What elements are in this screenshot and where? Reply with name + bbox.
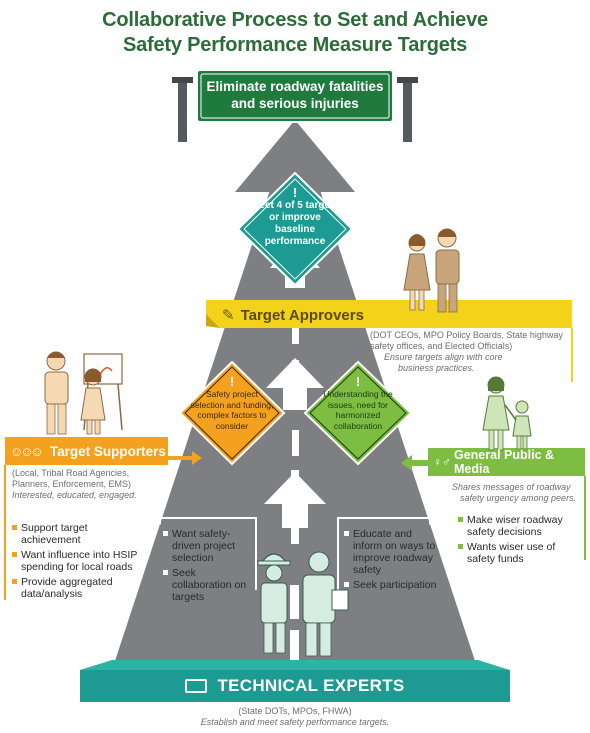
top-diamond-line-3: performance	[264, 236, 326, 247]
general-public-heading: ♀♂ General Public & Media	[433, 448, 590, 476]
general-public-note-line-2: safety urgency among peers.	[460, 493, 577, 503]
pencil-icon: ✎	[222, 307, 235, 324]
road-right-list: Educate and inform on ways to improve ro…	[344, 528, 444, 594]
title-line-1: Collaborative Process to Set and Achieve	[102, 9, 488, 31]
exclamation-icon: !	[355, 374, 361, 389]
target-approvers-desc: (DOT CEOs, MPO Policy Boards, State high…	[370, 330, 570, 374]
green-diamond-sign	[303, 360, 413, 466]
target-approvers-note-line-2: business practices.	[398, 363, 475, 373]
target-supporters-note: Interested, educated, engaged.	[12, 490, 137, 500]
people-group-icon: ☺☺☺	[10, 443, 44, 459]
target-supporters-title: Target Supporters	[49, 443, 166, 459]
orange-diamond-line-2: selection and funding,	[190, 399, 274, 410]
list-item: Seek collaboration on targets	[163, 567, 255, 603]
list-item: Want influence into HSIP spending for lo…	[12, 549, 142, 573]
supporters-pointer-arrow	[168, 451, 202, 465]
target-supporters-list: Support target achievement Want influenc…	[12, 522, 142, 603]
orange-diamond-line-3: complex factors to	[197, 410, 267, 420]
target-approvers-desc-line-1: (DOT CEOs, MPO Policy Boards, State high…	[370, 330, 563, 340]
target-approvers-banner	[206, 300, 573, 382]
top-diamond-sign	[236, 171, 354, 287]
target-supporters-heading: ☺☺☺ Target Supporters	[10, 440, 166, 462]
target-supporters-desc-line-2: Planners, Enforcement, EMS)	[12, 479, 132, 489]
page-title: Collaborative Process to Set and Achieve…	[0, 8, 590, 58]
general-public-banner	[401, 448, 586, 560]
exclamation-icon: !	[292, 185, 298, 200]
target-approvers-note-line-1: Ensure targets align with core	[384, 352, 503, 362]
list-item: Make wiser roadway safety decisions	[458, 514, 586, 538]
sign-posts	[172, 77, 418, 142]
public-people-icon	[482, 376, 532, 451]
general-public-note-line-1: Shares messages of roadway	[452, 482, 571, 492]
technical-experts-note: Establish and meet safety performance ta…	[200, 717, 390, 727]
green-diamond-line-2: issues, need for	[327, 399, 388, 410]
title-line-2: Safety Performance Measure Targets	[122, 34, 468, 56]
technical-experts-desc-line: (State DOTs, MPOs, FHWA)	[238, 706, 352, 716]
general-public-list: Make wiser roadway safety decisions Want…	[458, 514, 586, 568]
green-diamond-line-1: Understanding the	[323, 389, 393, 399]
goal-sign-text: Eliminate roadway fatalities and serious…	[201, 78, 389, 112]
family-icon: ♀♂	[433, 455, 451, 469]
technical-experts-people-icon	[257, 551, 349, 657]
road-top-arrow	[235, 120, 355, 200]
supporters-people-icon	[44, 351, 123, 435]
general-public-note: Shares messages of roadway safety urgenc…	[452, 482, 587, 504]
top-diamond-line-2: or improve baseline	[269, 212, 321, 235]
orange-diamond-text: ! Safety project selection and funding, …	[188, 375, 276, 431]
target-supporters-desc: (Local, Tribal Road Agencies, Planners, …	[12, 468, 172, 501]
technical-experts-base	[80, 660, 510, 702]
public-pointer-arrow	[401, 455, 428, 471]
list-item: Educate and inform on ways to improve ro…	[344, 528, 444, 576]
goal-sign	[196, 69, 394, 123]
orange-diamond-line-4: consider	[215, 420, 249, 431]
road-arrow-2	[266, 358, 324, 410]
goal-line-2: and serious injuries	[231, 96, 359, 111]
road-side-arrows	[147, 511, 443, 590]
road-arrow-3	[264, 472, 326, 528]
approvers-people-icon	[403, 228, 460, 313]
list-item: Provide aggregated data/analysis	[12, 576, 142, 600]
top-diamond-line-1: Meet 4 of 5 targets	[251, 200, 339, 211]
target-approvers-heading: ✎ Target Approvers	[222, 304, 364, 326]
exclamation-icon: !	[229, 374, 235, 389]
target-approvers-title: Target Approvers	[240, 306, 364, 324]
green-diamond-line-4: collaboration	[333, 420, 383, 431]
list-item: Support target achievement	[12, 522, 142, 546]
green-diamond-text: ! Understanding the issues, need for har…	[314, 375, 402, 431]
goal-line-1: Eliminate roadway fatalities	[206, 79, 384, 94]
technical-experts-title: TECHNICAL EXPERTS	[217, 676, 405, 695]
technical-experts-desc: (State DOTs, MPOs, FHWA) Establish and m…	[80, 706, 510, 728]
target-supporters-desc-line-1: (Local, Tribal Road Agencies,	[12, 468, 130, 478]
green-diamond-line-3: harmonized	[335, 410, 381, 420]
general-public-title: General Public & Media	[454, 448, 555, 476]
top-diamond-text: ! Meet 4 of 5 targets or improve baselin…	[250, 186, 340, 248]
target-supporters-banner	[4, 437, 202, 600]
technical-experts-heading: TECHNICAL EXPERTS	[80, 672, 510, 700]
list-item: Wants wiser use of safety funds	[458, 541, 586, 565]
orange-diamond-sign	[178, 360, 286, 466]
toolbox-icon	[185, 679, 208, 693]
orange-diamond-line-1: Safety project	[206, 389, 258, 399]
road-left-list: Want safety-driven project selection See…	[163, 528, 255, 606]
list-item: Seek participation	[344, 579, 444, 591]
list-item: Want safety-driven project selection	[163, 528, 255, 564]
target-approvers-desc-line-2: safety offices, and Elected Officials)	[370, 341, 513, 351]
